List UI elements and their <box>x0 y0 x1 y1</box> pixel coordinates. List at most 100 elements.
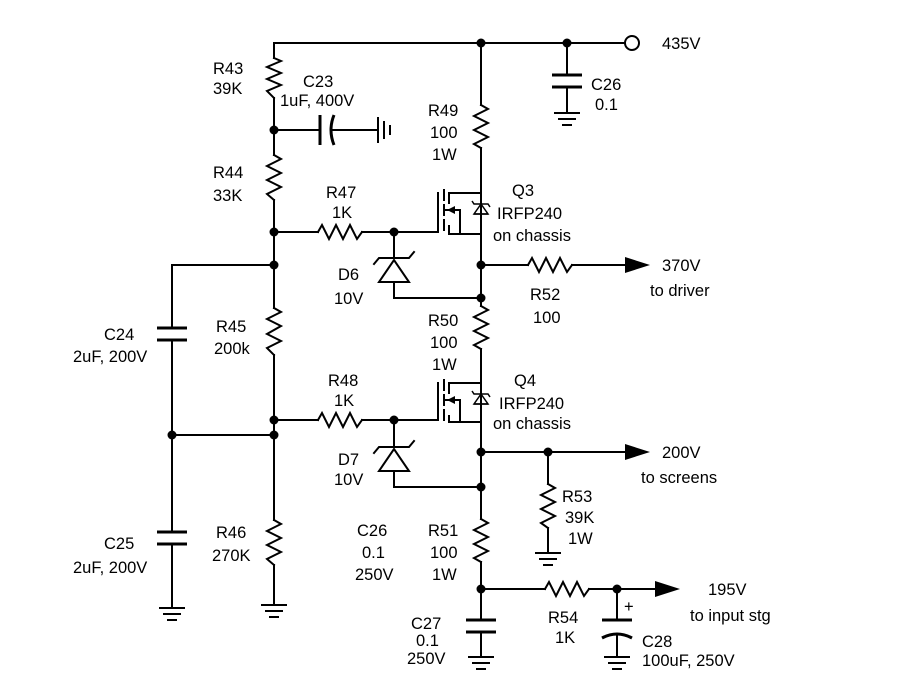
q3-part: IRFP240 <box>497 205 562 223</box>
r43-ref: R43 <box>213 60 243 78</box>
ground-icon <box>554 112 580 126</box>
ground-icon <box>468 656 494 670</box>
r52-value: 100 <box>533 309 561 327</box>
resistor-r51 <box>471 517 491 564</box>
d6-value: 10V <box>334 290 363 308</box>
capacitor-c28 <box>601 618 633 640</box>
capacitor-c24 <box>157 326 187 342</box>
c24-value: 2uF, 200V <box>73 348 147 366</box>
junction-dot <box>269 227 279 237</box>
r53-value: 39K <box>565 509 594 527</box>
c24-ref: C24 <box>104 326 134 344</box>
r49-value: 100 <box>430 124 458 142</box>
ground-icon <box>604 656 630 670</box>
r45-value: 200k <box>214 340 251 358</box>
c26-top-value: 0.1 <box>595 96 618 114</box>
junction-dot <box>269 430 279 440</box>
r50-ref: R50 <box>428 312 458 330</box>
screens-note-label: to screens <box>641 469 717 487</box>
resistor-r53 <box>538 482 558 530</box>
junction-dot <box>476 293 486 303</box>
junction-dot <box>476 584 486 594</box>
resistor-r43 <box>264 56 284 100</box>
ground-icon <box>377 117 391 143</box>
resistor-symbols <box>264 56 591 599</box>
mosfet-q3 <box>437 189 491 235</box>
d7-value: 10V <box>334 471 363 489</box>
resistor-r52 <box>526 255 574 275</box>
c25-value: 2uF, 200V <box>73 559 147 577</box>
driver-voltage-label: 370V <box>662 257 701 275</box>
zener-d7 <box>372 439 416 472</box>
r47-ref: R47 <box>326 184 356 202</box>
c27-ref: C27 <box>411 615 441 633</box>
r43-value: 39K <box>213 80 242 98</box>
r45-ref: R45 <box>216 318 246 336</box>
r50-power: 1W <box>432 356 457 374</box>
resistor-r50 <box>471 304 491 351</box>
input-note-label: to input stg <box>690 607 771 625</box>
r48-ref: R48 <box>328 372 358 390</box>
junction-dot <box>562 38 572 48</box>
mosfet-q4 <box>437 379 491 423</box>
junction-dot <box>269 415 279 425</box>
c28-polarity: + <box>624 598 634 616</box>
input-arrow-icon <box>655 581 680 597</box>
r51-power: 1W <box>432 566 457 584</box>
driver-note-label: to driver <box>650 282 710 300</box>
capacitor-c23 <box>318 114 336 146</box>
capacitor-c25 <box>157 530 187 546</box>
r46-ref: R46 <box>216 524 246 542</box>
resistor-r45 <box>264 306 284 357</box>
supply-voltage-label: 435V <box>662 35 701 53</box>
r46-value: 270K <box>212 547 251 565</box>
resistor-r44 <box>264 153 284 202</box>
r53-power: 1W <box>568 530 593 548</box>
junction-dot <box>269 260 279 270</box>
ground-icon <box>159 607 185 621</box>
r51-ref: R51 <box>428 522 458 540</box>
junction-dot <box>612 584 622 594</box>
resistor-r46 <box>264 518 284 567</box>
c26-mid-value: 0.1 <box>362 544 385 562</box>
zener-d6 <box>372 250 416 283</box>
r52-ref: R52 <box>530 286 560 304</box>
r44-ref: R44 <box>213 164 243 182</box>
junction-dot <box>476 38 486 48</box>
d6-ref: D6 <box>338 266 359 284</box>
c28-value: 100uF, 250V <box>642 652 735 670</box>
c23-ref: C23 <box>303 73 333 91</box>
r51-value: 100 <box>430 544 458 562</box>
d7-ref: D7 <box>338 451 359 469</box>
junction-dot <box>389 415 399 425</box>
c26-mid-ref: C26 <box>357 522 387 540</box>
supply-terminal <box>624 35 640 51</box>
c28-ref: C28 <box>642 633 672 651</box>
q3-ref: Q3 <box>512 182 534 200</box>
driver-arrow-icon <box>625 257 650 273</box>
c27-value: 0.1 <box>416 632 439 650</box>
c26-top-ref: C26 <box>591 76 621 94</box>
resistor-r54 <box>543 579 591 599</box>
r54-ref: R54 <box>548 609 578 627</box>
junction-dot <box>476 260 486 270</box>
r47-value: 1K <box>332 204 352 222</box>
screens-voltage-label: 200V <box>662 444 701 462</box>
junctions <box>167 38 622 594</box>
junction-dot <box>269 125 279 135</box>
q4-part: IRFP240 <box>499 395 564 413</box>
ground-symbols <box>159 112 630 670</box>
resistor-r48 <box>316 410 364 430</box>
junction-dot <box>389 227 399 237</box>
r53-ref: R53 <box>562 488 592 506</box>
q4-ref: Q4 <box>514 372 536 390</box>
r44-value: 33K <box>213 187 242 205</box>
resistor-r47 <box>316 222 364 242</box>
r49-ref: R49 <box>428 102 458 120</box>
input-voltage-label: 195V <box>708 581 747 599</box>
r48-value: 1K <box>334 392 354 410</box>
resistor-r49 <box>471 103 491 150</box>
q4-note: on chassis <box>493 415 571 433</box>
junction-dot <box>476 447 486 457</box>
c25-ref: C25 <box>104 535 134 553</box>
